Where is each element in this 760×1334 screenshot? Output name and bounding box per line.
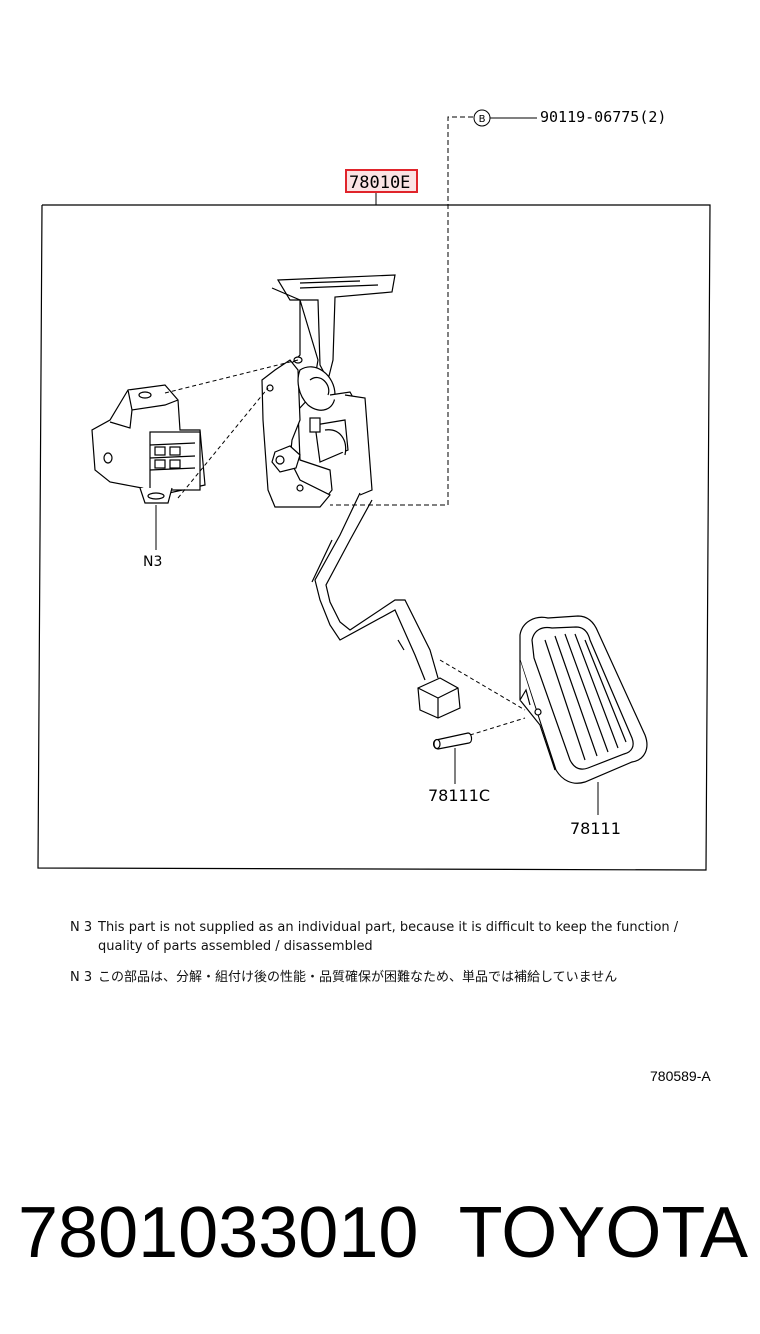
note-english: N 3 This part is not supplied as an indiv… [70, 918, 678, 956]
note-english-code: N 3 [70, 920, 93, 935]
bolt-marker-letter: B [479, 114, 486, 125]
brand-name: TOYOTA [458, 1193, 748, 1273]
pedal-arm-drawing [311, 492, 439, 681]
bracket-drawing [261, 274, 396, 508]
sensor-dashed-upper [164, 359, 299, 394]
note-japanese-text: この部品は、分解・組付け後の性能・品質確保が困難なため、単品では補給していません [98, 970, 618, 985]
assembly-label[interactable]: 78010E [349, 173, 410, 193]
pin-drawing [432, 732, 473, 750]
note-japanese-code: N 3 [70, 970, 93, 985]
pedal-end-block [417, 677, 461, 719]
sensor-label[interactable]: N3 [143, 554, 162, 570]
diagram-code: 780589-A [650, 1068, 711, 1084]
assembly-frame [37, 204, 711, 871]
bolt-dashed-leader [330, 116, 473, 506]
note-japanese: N 3 この部品は、分解・組付け後の性能・品質確保が困難なため、単品では補給してい… [70, 968, 617, 987]
pedal-pad-drawing [519, 615, 648, 784]
sensor-drawing [91, 384, 206, 504]
bolt-label[interactable]: 90119-06775(2) [540, 108, 666, 126]
note-english-line2: quality of parts assembled / disassemble… [98, 939, 373, 954]
sensor-dashed-lower [177, 387, 269, 499]
note-english-line1: This part is not supplied as an individu… [98, 920, 679, 935]
assembly-highlight [345, 169, 418, 193]
part-number: 7801033010 [18, 1193, 419, 1273]
pin-label[interactable]: 78111C [428, 786, 490, 805]
footer: 7801033010 TOYOTA [18, 1188, 748, 1278]
pad-dashed-upper [439, 659, 526, 711]
pad-dashed-lower [469, 717, 526, 736]
pad-label[interactable]: 78111 [570, 819, 621, 838]
